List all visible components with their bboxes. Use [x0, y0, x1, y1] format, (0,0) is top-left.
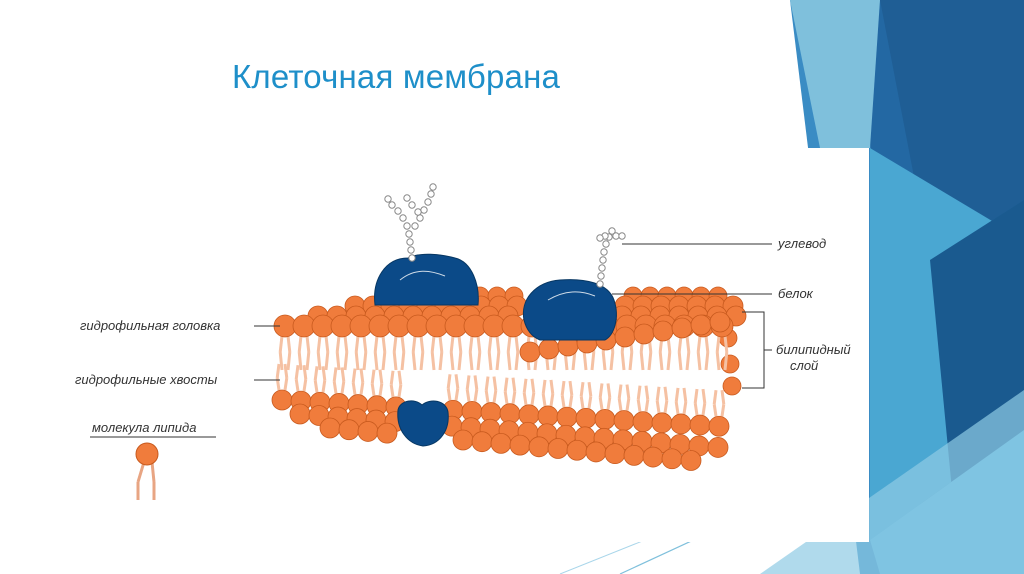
lower-leaflet-heads — [271, 302, 742, 471]
lipid-head — [652, 320, 674, 342]
leader-lines — [90, 243, 772, 438]
carbohydrate-chains — [384, 183, 626, 288]
label-bilayer-line2: слой — [790, 358, 819, 373]
lipid-head — [518, 404, 540, 426]
lipid-head — [519, 341, 541, 363]
lipid-head — [537, 405, 559, 427]
label-bilayer-line1: билипидный — [776, 342, 851, 357]
lipid-head — [490, 432, 512, 454]
lipid-head — [566, 439, 588, 461]
lipid-head — [585, 441, 607, 463]
lipid-head — [633, 323, 655, 345]
lipid-head — [661, 448, 683, 470]
lipid-head — [338, 419, 360, 441]
lipid-head — [575, 407, 597, 429]
lipid-head — [376, 422, 398, 444]
lipid-head — [604, 443, 626, 465]
label-lipid-molecule: молекула липида — [92, 420, 197, 435]
upper-leaflet-heads — [273, 286, 747, 363]
lipid-head — [319, 417, 341, 439]
lipid-head — [623, 444, 645, 466]
lipid-head — [670, 413, 692, 435]
protein-icon — [374, 253, 479, 306]
lipid-molecule-icon — [135, 442, 159, 500]
lipid-head — [671, 317, 693, 339]
lipid-head — [614, 326, 636, 348]
lipid-head — [708, 415, 730, 437]
lipid-head — [357, 421, 379, 442]
label-carbohydrate: углевод — [778, 236, 827, 251]
lipid-head — [613, 410, 635, 431]
lipid-head — [289, 403, 311, 425]
lipid-head — [538, 338, 560, 360]
lipid-head — [556, 406, 578, 428]
lipid-head — [707, 437, 729, 458]
label-protein: белок — [778, 286, 813, 301]
lipid-head — [271, 389, 293, 411]
lipid-head — [642, 446, 664, 468]
upper-leaflet-tails — [278, 335, 729, 371]
lipid-head — [509, 434, 531, 456]
lipid-head — [547, 438, 569, 459]
lipid-head — [594, 408, 616, 430]
lipid-head — [651, 412, 673, 434]
lipid-head — [528, 436, 550, 458]
lower-leaflet-tails — [275, 363, 726, 417]
protein-icon — [397, 400, 449, 447]
lipid-head — [680, 450, 702, 471]
label-hydrophilic-head: гидрофильная головка — [80, 318, 221, 333]
lipid-head — [452, 429, 474, 451]
lipid-head — [709, 311, 731, 333]
lipid-head — [690, 314, 712, 336]
lipid-head — [689, 414, 711, 436]
slide-title: Клеточная мембрана — [232, 58, 561, 95]
lipid-head — [471, 431, 493, 453]
protein-icon — [522, 279, 617, 341]
label-hydrophilic-tails: гидрофильные хвосты — [75, 372, 218, 387]
lipid-head — [632, 411, 654, 433]
